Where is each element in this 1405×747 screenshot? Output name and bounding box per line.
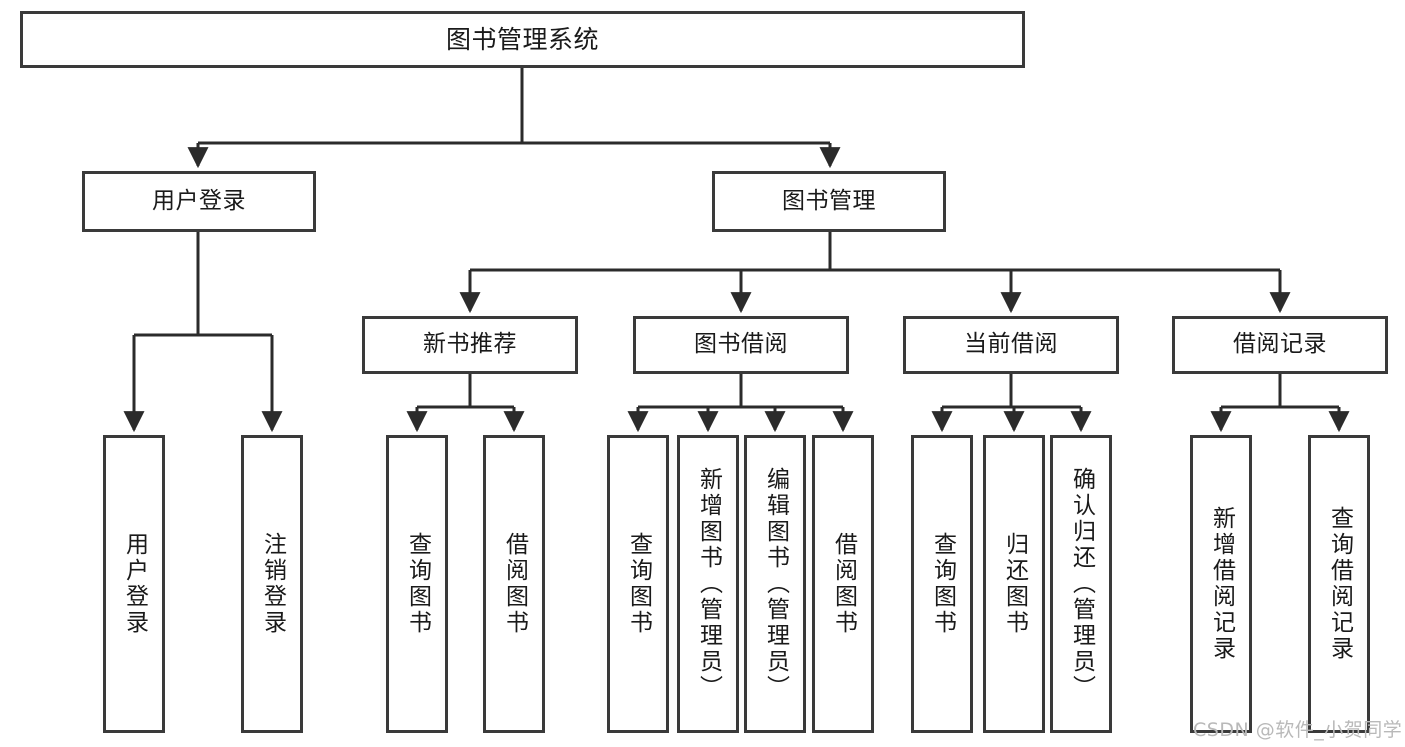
node-leaf-borrow-book-2[interactable]: 借阅图书: [812, 435, 874, 733]
node-leaf-query-record-label: 查询借阅记录: [1326, 506, 1353, 662]
node-leaf-confirm-return-label: 确认归还（管理员）: [1068, 467, 1095, 701]
node-leaf-user-login-label: 用户登录: [121, 532, 148, 636]
node-leaf-query-book-2-label: 查询图书: [625, 532, 652, 636]
node-borrow-record[interactable]: 借阅记录: [1172, 316, 1388, 374]
node-user-login[interactable]: 用户登录: [82, 171, 316, 232]
node-root-label: 图书管理系统: [445, 24, 599, 54]
node-leaf-query-book-3[interactable]: 查询图书: [911, 435, 973, 733]
node-leaf-edit-book[interactable]: 编辑图书（管理员）: [744, 435, 806, 733]
node-root[interactable]: 图书管理系统: [20, 11, 1025, 68]
node-leaf-add-record-label: 新增借阅记录: [1208, 506, 1235, 662]
node-new-book-rec[interactable]: 新书推荐: [362, 316, 578, 374]
node-borrow-record-label: 借阅记录: [1233, 331, 1327, 358]
node-leaf-logout[interactable]: 注销登录: [241, 435, 303, 733]
node-leaf-return-book-label: 归还图书: [1001, 532, 1028, 636]
node-current-borrow-label: 当前借阅: [964, 331, 1058, 358]
node-user-login-label: 用户登录: [152, 187, 246, 214]
watermark: CSDN @软件_小贺同学: [1193, 719, 1403, 741]
node-leaf-add-record[interactable]: 新增借阅记录: [1190, 435, 1252, 733]
node-leaf-add-book[interactable]: 新增图书（管理员）: [677, 435, 739, 733]
node-leaf-query-book-1[interactable]: 查询图书: [386, 435, 448, 733]
node-book-borrow[interactable]: 图书借阅: [633, 316, 849, 374]
node-book-borrow-label: 图书借阅: [694, 331, 788, 358]
node-leaf-borrow-book-1-label: 借阅图书: [501, 532, 528, 636]
node-leaf-return-book[interactable]: 归还图书: [983, 435, 1045, 733]
node-book-manage-label: 图书管理: [782, 187, 876, 214]
node-leaf-confirm-return[interactable]: 确认归还（管理员）: [1050, 435, 1112, 733]
node-leaf-query-record[interactable]: 查询借阅记录: [1308, 435, 1370, 733]
node-leaf-borrow-book-2-label: 借阅图书: [830, 532, 857, 636]
node-leaf-query-book-1-label: 查询图书: [404, 532, 431, 636]
node-current-borrow[interactable]: 当前借阅: [903, 316, 1119, 374]
node-book-manage[interactable]: 图书管理: [712, 171, 946, 232]
node-leaf-query-book-2[interactable]: 查询图书: [607, 435, 669, 733]
node-new-book-rec-label: 新书推荐: [423, 331, 517, 358]
node-leaf-query-book-3-label: 查询图书: [929, 532, 956, 636]
node-leaf-add-book-label: 新增图书（管理员）: [695, 467, 722, 701]
node-leaf-user-login[interactable]: 用户登录: [103, 435, 165, 733]
node-leaf-borrow-book-1[interactable]: 借阅图书: [483, 435, 545, 733]
node-leaf-logout-label: 注销登录: [259, 532, 286, 636]
node-leaf-edit-book-label: 编辑图书（管理员）: [762, 467, 789, 701]
